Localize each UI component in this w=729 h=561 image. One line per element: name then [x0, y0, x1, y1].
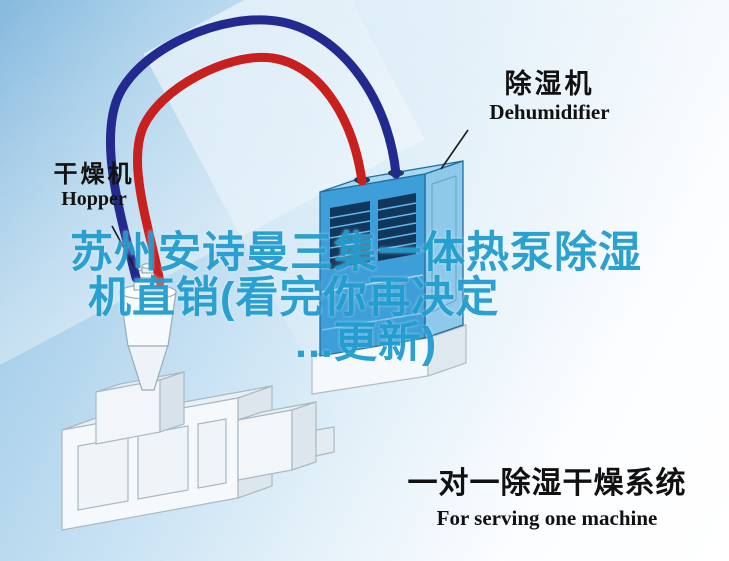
- dehumidifier-label-cn: 除湿机: [504, 69, 595, 99]
- dehumidifier-label: 除湿机 Dehumidifier: [452, 69, 647, 124]
- hopper-label-cn: 干燥机: [53, 161, 135, 188]
- watermark-line-3: ...更新): [295, 319, 438, 367]
- system-caption: 一对一除湿干燥系统 For serving one machine: [398, 458, 696, 531]
- watermark-line-2: 机直销(看完你再决定: [88, 274, 500, 322]
- hopper-label-en: Hopper: [61, 188, 127, 211]
- system-caption-cn: 一对一除湿干燥系统: [407, 467, 687, 500]
- hopper-label: 干燥机 Hopper: [38, 161, 150, 211]
- system-caption-en: For serving one machine: [436, 506, 658, 530]
- dehumidifier-label-en: Dehumidifier: [489, 99, 610, 124]
- hopper-callout-line: [111, 225, 137, 271]
- extruder-machine: [61, 371, 335, 531]
